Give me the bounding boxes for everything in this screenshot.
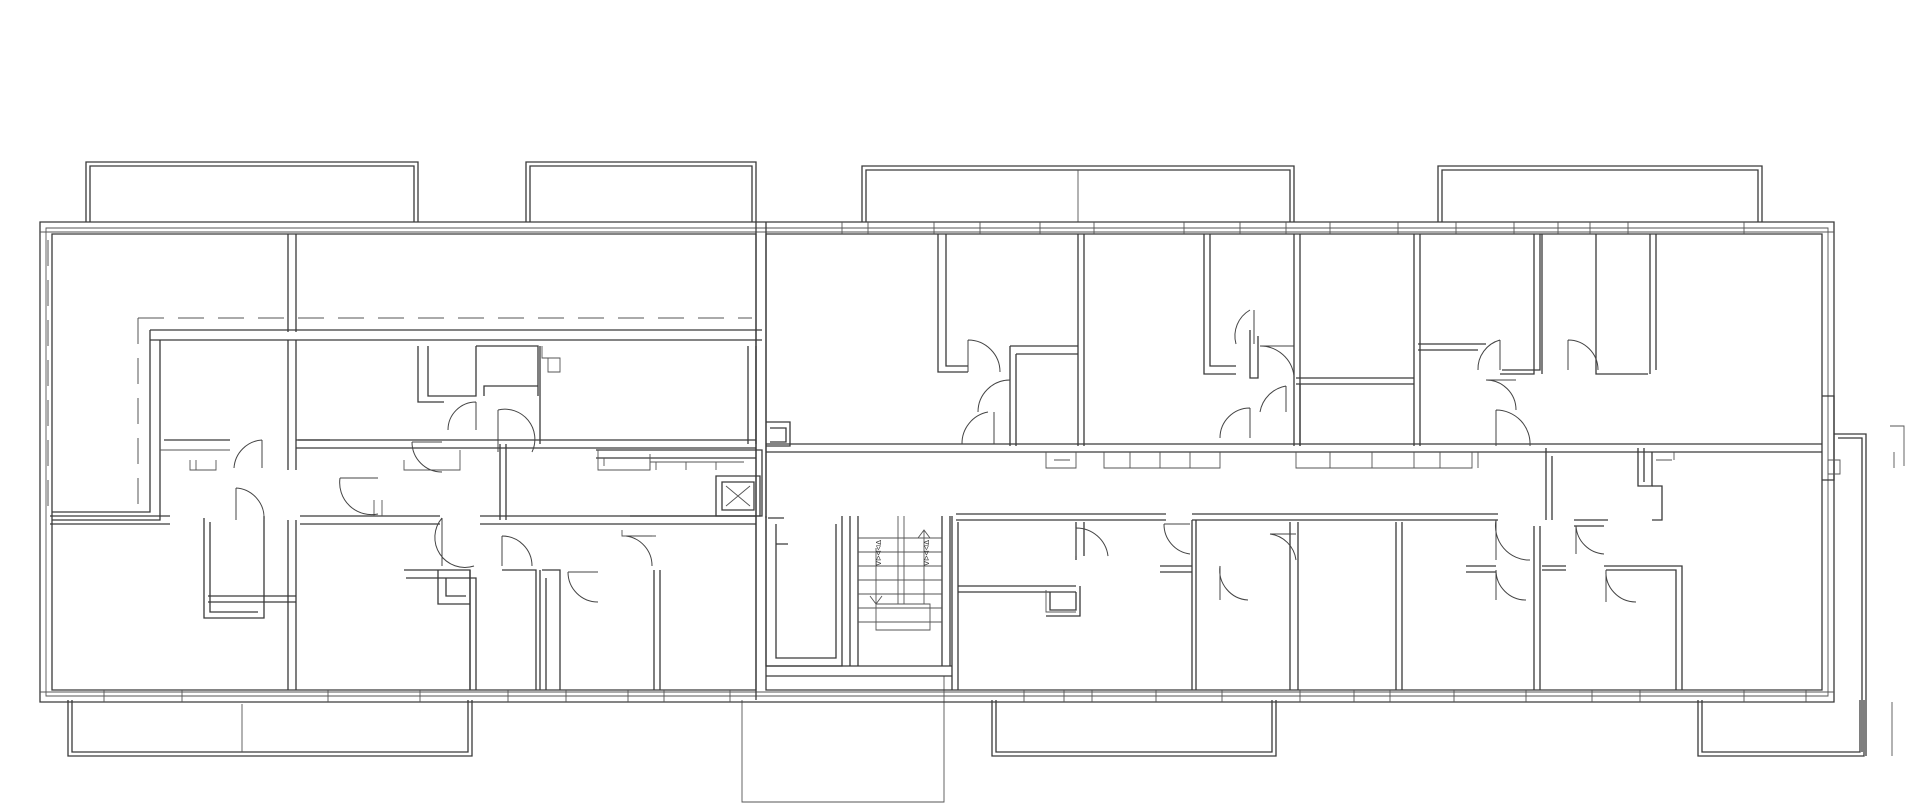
exterior-walls bbox=[39, 221, 1835, 703]
stair-label-up: ᐁᐅᐅᐊᐃ bbox=[922, 540, 930, 566]
balconies-top bbox=[85, 161, 1763, 222]
left-wing-rooms bbox=[50, 234, 763, 690]
door-swings-left bbox=[233, 401, 653, 603]
right-wing-rooms bbox=[766, 234, 1905, 756]
balconies-bottom bbox=[67, 433, 1867, 803]
stair-label-down: ᐁᐅᐅᐊᐃ bbox=[874, 540, 882, 566]
door-swings-right bbox=[961, 309, 1637, 603]
facade-windows bbox=[103, 222, 1807, 702]
stair-and-core: ᐁᐅᐅᐊᐃ ᐁᐅᐅᐊᐃ bbox=[715, 222, 952, 700]
roof-lines bbox=[47, 227, 752, 510]
